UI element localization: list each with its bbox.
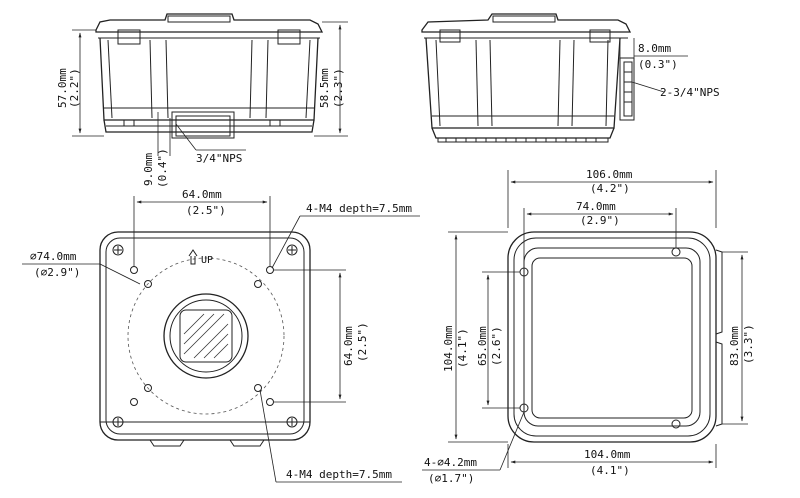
bottom-hole-spacing-mm: 64.0mm bbox=[182, 188, 222, 201]
top-hole-diameter-mm: 4-∅4.2mm bbox=[424, 456, 477, 469]
top-bottom-width-mm: 104.0mm bbox=[584, 448, 631, 461]
bottom-thread-bottom: 4-M4 depth=7.5mm bbox=[286, 468, 392, 481]
bottom-view: UP 64.0mm (2.5") 64.0mm (2.5") ∅74.0mm (… bbox=[22, 188, 420, 483]
front-port-offset-in: (0.4") bbox=[156, 148, 169, 188]
top-outer-height-mm: 104.0mm bbox=[442, 325, 455, 372]
side-offset-mm: 8.0mm bbox=[638, 42, 671, 55]
top-bottom-width-in: (4.1") bbox=[590, 464, 630, 477]
front-height-in: (2.2") bbox=[68, 68, 81, 108]
bottom-thread-top: 4-M4 depth=7.5mm bbox=[306, 202, 412, 215]
top-view: 106.0mm (4.2") 74.0mm (2.9") 104.0mm (4.… bbox=[422, 168, 755, 485]
top-inner-height-in: (2.6") bbox=[490, 326, 503, 366]
front-inner-height-in: (2.3") bbox=[332, 68, 345, 108]
side-view: 8.0mm (0.3") 2-3/4"NPS bbox=[421, 13, 720, 143]
front-inner-height-mm: 58.5mm bbox=[318, 68, 331, 108]
top-outer-width-in: (4.2") bbox=[590, 182, 630, 195]
bottom-vertical-spacing-mm: 64.0mm bbox=[342, 326, 355, 366]
top-outer-width-mm: 106.0mm bbox=[586, 168, 633, 181]
top-inner-width-mm: 74.0mm bbox=[576, 200, 616, 213]
bottom-vertical-spacing-in: (2.5") bbox=[356, 322, 369, 362]
top-right-height-mm: 83.0mm bbox=[728, 326, 741, 366]
top-right-height-in: (3.3") bbox=[742, 324, 755, 364]
bottom-circle-diameter-mm: ∅74.0mm bbox=[30, 250, 77, 263]
up-label: UP bbox=[201, 255, 213, 266]
side-offset-in: (0.3") bbox=[638, 58, 678, 71]
top-outer-height-in: (4.1") bbox=[456, 328, 469, 368]
front-port-thread: 3/4"NPS bbox=[196, 152, 242, 165]
side-port-thread: 2-3/4"NPS bbox=[660, 86, 720, 99]
front-port-offset-mm: 9.0mm bbox=[142, 153, 155, 186]
bottom-hole-spacing-in: (2.5") bbox=[186, 204, 226, 217]
top-hole-diameter-in: (∅1.7") bbox=[428, 472, 474, 485]
bottom-circle-diameter-in: (∅2.9") bbox=[34, 266, 80, 279]
front-view: 57.0mm (2.2") 58.5mm (2.3") 9.0mm (0.4")… bbox=[56, 13, 348, 188]
top-inner-width-in: (2.9") bbox=[580, 214, 620, 227]
front-height-mm: 57.0mm bbox=[56, 68, 69, 108]
top-inner-height-mm: 65.0mm bbox=[476, 326, 489, 366]
